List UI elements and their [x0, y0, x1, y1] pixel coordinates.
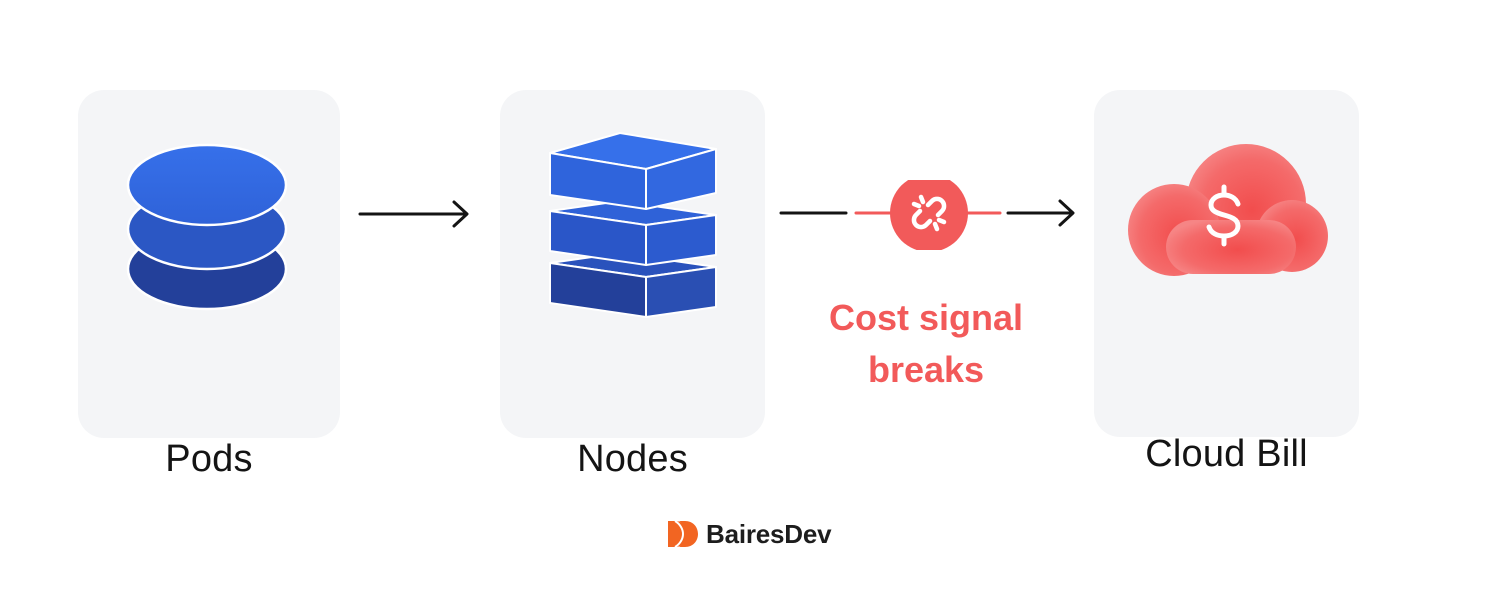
bairesdev-logo-icon	[668, 520, 698, 548]
cloud-dollar-icon	[1128, 144, 1328, 276]
nodes-card: Nodes	[500, 90, 765, 480]
arrow-pods-to-nodes	[358, 200, 469, 228]
pods-label: Pods	[165, 438, 253, 480]
stacked-discs-icon	[126, 143, 288, 311]
pods-card: Pods	[78, 90, 340, 480]
brand-name: BairesDev	[706, 518, 832, 549]
cloud-bill-card: Cloud Bill	[1094, 90, 1359, 475]
break-label-line-1: Cost signal	[828, 297, 1024, 338]
cloud-bill-label: Cloud Bill	[1145, 433, 1308, 475]
broken-link-icon	[890, 180, 968, 250]
cost-signal-breaks-label: Cost signal breaks	[808, 292, 1044, 396]
nodes-label: Nodes	[577, 438, 688, 480]
stacked-boxes-icon	[549, 132, 717, 318]
brand: BairesDev	[666, 516, 832, 552]
break-label-line-2: breaks	[867, 349, 985, 390]
arrow-nodes-to-cloud-bill	[779, 180, 1075, 250]
